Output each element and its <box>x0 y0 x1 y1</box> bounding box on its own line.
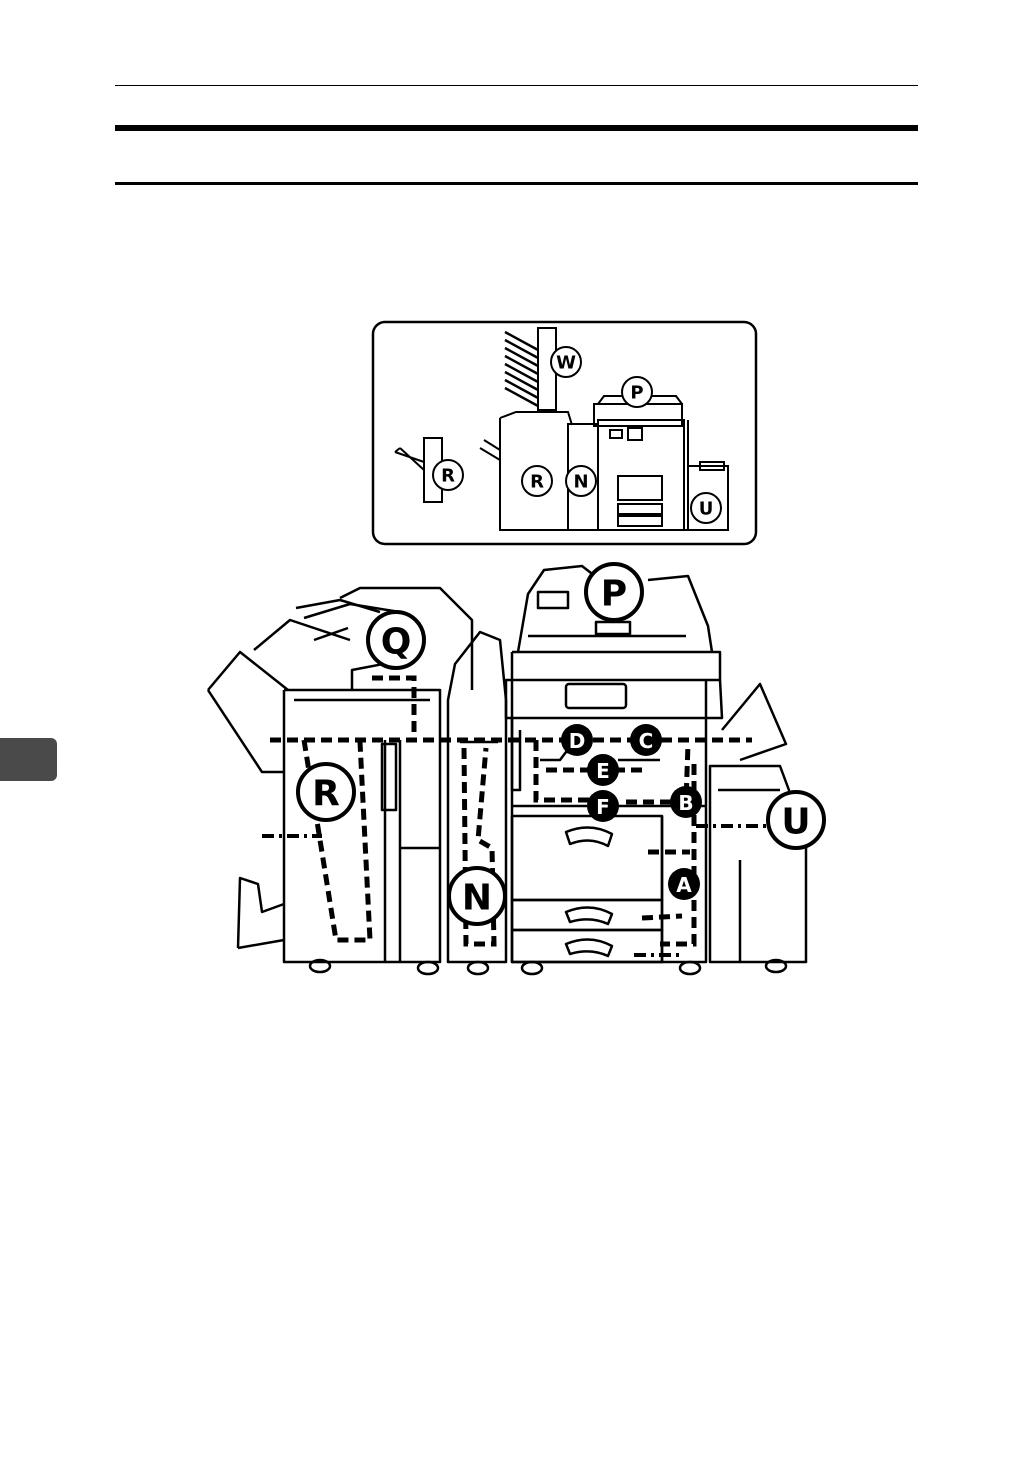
label-c: C <box>639 729 654 753</box>
label-q: Q <box>381 622 412 663</box>
label-b: B <box>678 791 693 815</box>
label-d: D <box>569 729 586 753</box>
label-r: R <box>312 774 340 815</box>
overview-label-r: R <box>530 472 544 493</box>
overview-callouts <box>433 347 721 523</box>
overview-label-u: U <box>699 499 714 520</box>
label-p: P <box>601 574 627 615</box>
overview-label-r-left: R <box>441 466 455 487</box>
unit-callouts <box>298 564 824 924</box>
overview-label-n: N <box>573 472 588 493</box>
overview-label-w: W <box>556 353 576 374</box>
main-machine-drawing <box>208 566 806 974</box>
label-e: E <box>596 759 610 783</box>
label-a: A <box>676 873 692 897</box>
label-u: U <box>781 802 810 843</box>
label-f: F <box>596 795 610 819</box>
overview-label-p: P <box>630 383 643 404</box>
label-n: N <box>462 878 492 919</box>
